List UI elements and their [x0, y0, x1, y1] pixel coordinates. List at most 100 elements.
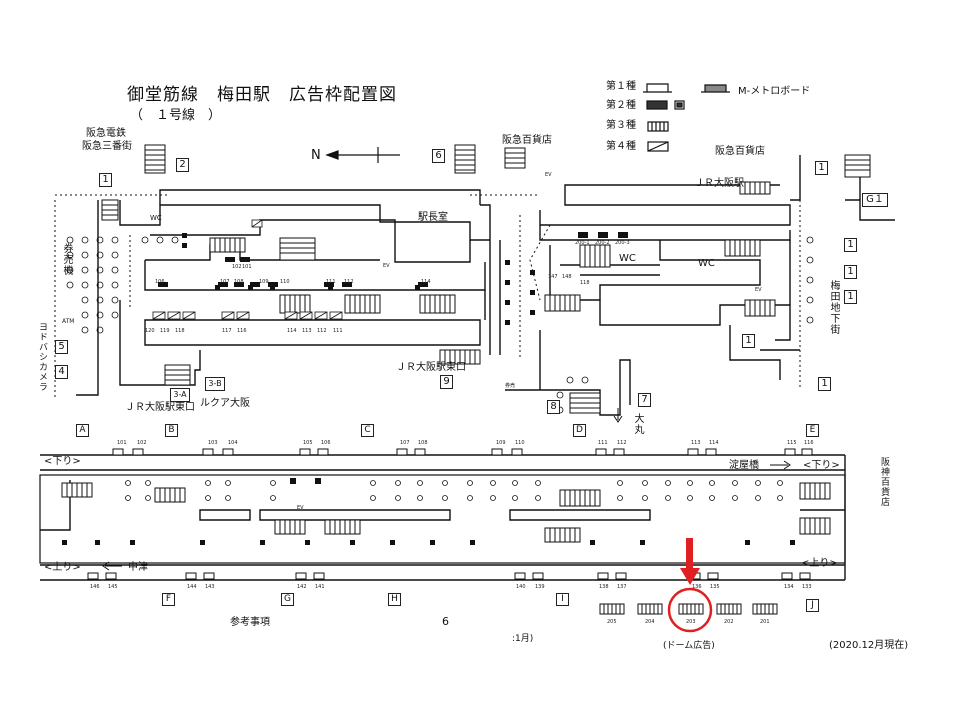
- reference-notes: 参考事項: [230, 617, 270, 628]
- ad-number: 112: [617, 440, 627, 446]
- ad-number: 200-2: [595, 240, 610, 246]
- ad-number: 200-1: [575, 240, 590, 246]
- type4-boxes: [152, 219, 343, 320]
- label-ev2: EV: [545, 172, 552, 178]
- exit-1-right-c: 1: [844, 265, 857, 279]
- ad-number: 108: [234, 279, 244, 285]
- label-yodobashi: ヨドバシカメラ: [37, 322, 47, 392]
- dome-ad-number: 201: [760, 619, 770, 625]
- ad-number: 110: [280, 279, 290, 285]
- label-daimaru: 大丸: [632, 413, 643, 435]
- ad-number: 114: [709, 440, 719, 446]
- stairs: [61, 144, 871, 543]
- ad-number: 103: [208, 440, 218, 446]
- dome-ad-caption: (ドーム広告): [663, 641, 715, 651]
- ad-number: 113: [302, 328, 312, 334]
- ad-number: 120: [145, 328, 155, 334]
- ad-number: 144: [187, 584, 197, 590]
- label-hankyu-dentetsu: 阪急電鉄: [86, 128, 126, 139]
- label-ekichoshitsu: 駅長室: [418, 212, 448, 223]
- ad-number: 104: [228, 440, 238, 446]
- page-title: 御堂筋線 梅田駅 広告枠配置図: [127, 85, 397, 105]
- ad-number: 102: [137, 440, 147, 446]
- ad-number: 139: [535, 584, 545, 590]
- ad-number: 113: [691, 440, 701, 446]
- label-kenbai: 券売: [505, 383, 516, 389]
- exit-1-right-b: 1: [844, 238, 857, 252]
- page-subtitle: （ １号線 ）: [130, 108, 222, 123]
- section-c: C: [361, 424, 374, 437]
- nakatsu-arrow: [102, 561, 122, 571]
- label-nakatsu: 中津: [128, 562, 148, 573]
- exit-2: 2: [176, 158, 189, 172]
- label-ev3: EV: [755, 287, 762, 293]
- ad-number: 108: [418, 440, 428, 446]
- ad-number: 105: [303, 440, 313, 446]
- ad-number: 143: [205, 584, 215, 590]
- exit-g1: G１: [862, 193, 888, 207]
- ad-number: 111: [333, 328, 343, 334]
- ad-number: 135: [710, 584, 720, 590]
- north-arrow: [325, 147, 400, 163]
- label-umeda-chikagai: 梅田地下街: [828, 280, 839, 335]
- ad-number: 118: [175, 328, 185, 334]
- label-ev1: EV: [383, 263, 390, 269]
- section-i: I: [556, 593, 569, 606]
- exit-1-right-f: 1: [818, 377, 831, 391]
- ad-number: 137: [617, 584, 627, 590]
- legend-icons: [643, 83, 730, 152]
- label-jr-osaka: ＪＲ大阪駅: [694, 178, 744, 189]
- section-d: D: [573, 424, 586, 437]
- ad-number: 106: [321, 440, 331, 446]
- ad-number: 114: [287, 328, 297, 334]
- exit-1: 1: [99, 173, 112, 187]
- label-jr-higashiguchi-center: ＪＲ大阪駅東口: [396, 362, 466, 373]
- ad-number: 136: [692, 584, 702, 590]
- label-wc-right1: WC: [619, 253, 636, 264]
- ad-number: 200-3: [615, 240, 630, 246]
- legend-metro-board: M-メトロボード: [738, 86, 811, 97]
- ad-number: 119: [160, 328, 170, 334]
- label-atm: ATM: [62, 318, 75, 325]
- section-j: J: [806, 599, 819, 612]
- legend-type4: 第４種: [606, 141, 636, 152]
- yodoyabashi-arrow: [770, 460, 791, 470]
- label-nobori-right: <上り>: [801, 558, 838, 569]
- ad-number: 146: [90, 584, 100, 590]
- ad-number: 141: [315, 584, 325, 590]
- section-b: B: [165, 424, 178, 437]
- exit-6: 6: [432, 149, 445, 163]
- ad-number: 133: [802, 584, 812, 590]
- section-a: A: [76, 424, 89, 437]
- ad-number: 138: [599, 584, 609, 590]
- exit-3a: 3-A: [170, 388, 190, 402]
- section-e: E: [806, 424, 819, 437]
- label-hankyu-hyakkaten: 阪急百貨店: [502, 135, 552, 146]
- ad-number: 148: [562, 274, 572, 280]
- section-g: G: [281, 593, 294, 606]
- dome-ad-number: 204: [645, 619, 655, 625]
- exit-1-right-e: 1: [742, 334, 755, 348]
- label-nobori-left: <上り>: [44, 562, 81, 573]
- label-hankyu-hyakkaten-right: 阪急百貨店: [715, 146, 765, 157]
- exit-7: 7: [638, 393, 651, 407]
- ad-number: 109: [496, 440, 506, 446]
- ad-number: 116: [237, 328, 247, 334]
- label-wc-left: WC: [150, 214, 162, 222]
- exit-9: 9: [440, 375, 453, 389]
- type2-boxes: [158, 257, 428, 287]
- page-number: 6: [442, 615, 449, 628]
- as-of-date: (2020.12月現在): [829, 640, 909, 651]
- daimaru-arrow: [613, 408, 623, 423]
- label-jr-higashiguchi-left: ＪＲ大阪駅東口: [125, 402, 195, 413]
- ad-number: 109: [259, 279, 269, 285]
- exit-8: 8: [547, 400, 560, 414]
- ad-number: 147: [548, 274, 558, 280]
- ad-number: 116: [804, 440, 814, 446]
- label-ev4: EV: [297, 505, 304, 511]
- legend-type3: 第３種: [606, 120, 636, 131]
- ad-number: 134: [784, 584, 794, 590]
- dome-ad-number: 205: [607, 619, 617, 625]
- label-hanshin: 阪神百貨店: [879, 457, 889, 507]
